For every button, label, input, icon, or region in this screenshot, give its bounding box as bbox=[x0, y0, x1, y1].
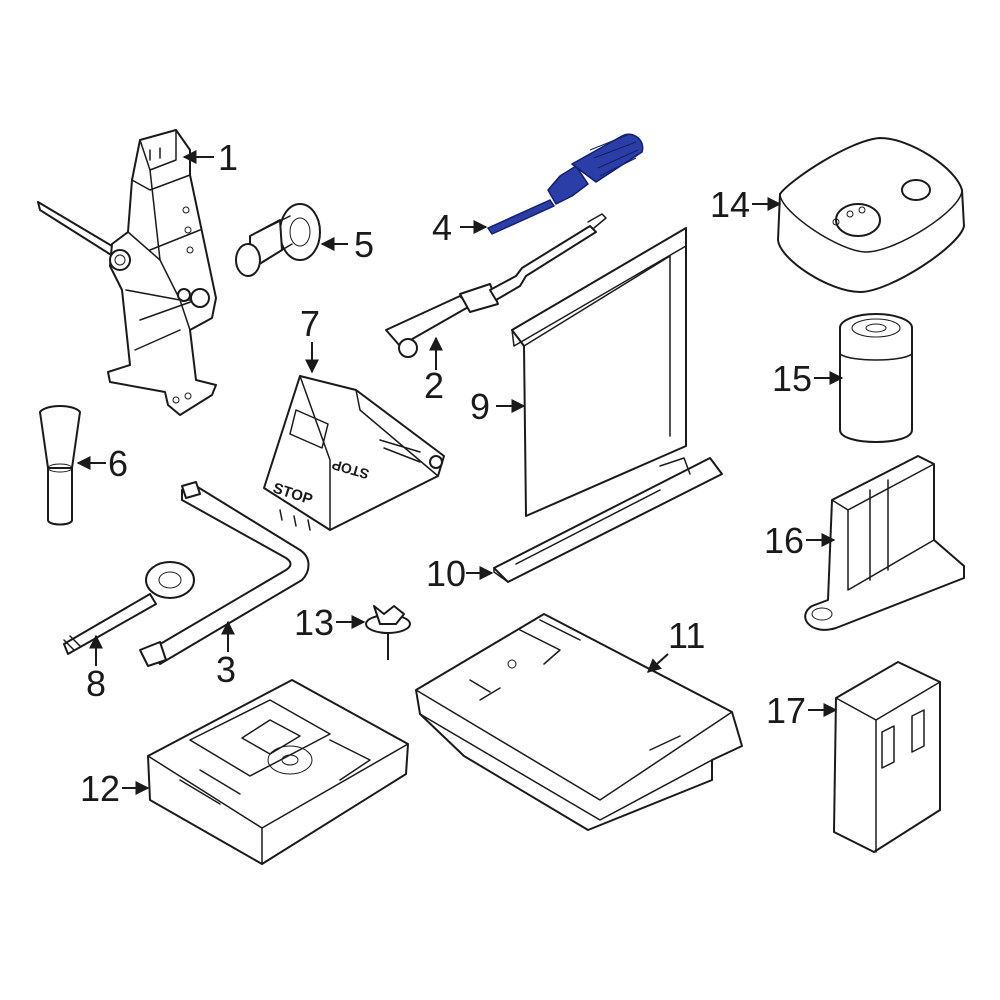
callout-14: 14 bbox=[710, 184, 750, 225]
callout-10: 10 bbox=[426, 553, 466, 594]
callout-6: 6 bbox=[108, 443, 128, 484]
callout-5: 5 bbox=[354, 224, 374, 265]
part-5-socket-adapter[interactable] bbox=[235, 203, 321, 277]
callout-9: 9 bbox=[470, 386, 490, 427]
callout-8: 8 bbox=[86, 663, 106, 704]
part-15-sealant-cartridge[interactable] bbox=[839, 313, 913, 443]
part-2-wrench-handle[interactable] bbox=[385, 213, 607, 358]
callout-1: 1 bbox=[218, 137, 238, 178]
part-8-towing-eye[interactable] bbox=[63, 561, 195, 655]
part-10-cover-tube[interactable] bbox=[493, 457, 723, 583]
leader-lines bbox=[76, 150, 844, 795]
part-1-scissor-jack[interactable] bbox=[37, 129, 217, 416]
callout-7: 7 bbox=[300, 303, 320, 344]
part-13-wing-bolt[interactable] bbox=[365, 605, 411, 660]
part-16-bracket[interactable] bbox=[804, 455, 965, 631]
part-17-storage-box[interactable] bbox=[833, 661, 941, 853]
part-3-l-brace[interactable] bbox=[139, 481, 310, 667]
callout-17: 17 bbox=[766, 690, 806, 731]
part-6-knob[interactable] bbox=[39, 405, 81, 526]
part-7-wheel-chock[interactable]: STOP STOP bbox=[263, 375, 445, 531]
callout-3: 3 bbox=[216, 649, 236, 690]
callout-2: 2 bbox=[424, 365, 444, 406]
callout-labels: 1 2 3 4 5 6 7 8 9 10 11 12 13 14 15 16 1… bbox=[80, 137, 812, 809]
part-12-tool-organizer[interactable] bbox=[147, 679, 409, 865]
part-9-cargo-cover[interactable] bbox=[511, 227, 687, 517]
part-14-inflator-kit[interactable] bbox=[777, 137, 965, 293]
callout-11: 11 bbox=[668, 615, 705, 656]
callout-16: 16 bbox=[764, 520, 804, 561]
callout-13: 13 bbox=[294, 602, 334, 643]
callout-15: 15 bbox=[772, 358, 812, 399]
callout-12: 12 bbox=[80, 768, 120, 809]
callout-4: 4 bbox=[432, 207, 452, 248]
part-11-storage-tray[interactable] bbox=[415, 613, 743, 831]
part-4-screwdriver[interactable] bbox=[487, 133, 644, 235]
